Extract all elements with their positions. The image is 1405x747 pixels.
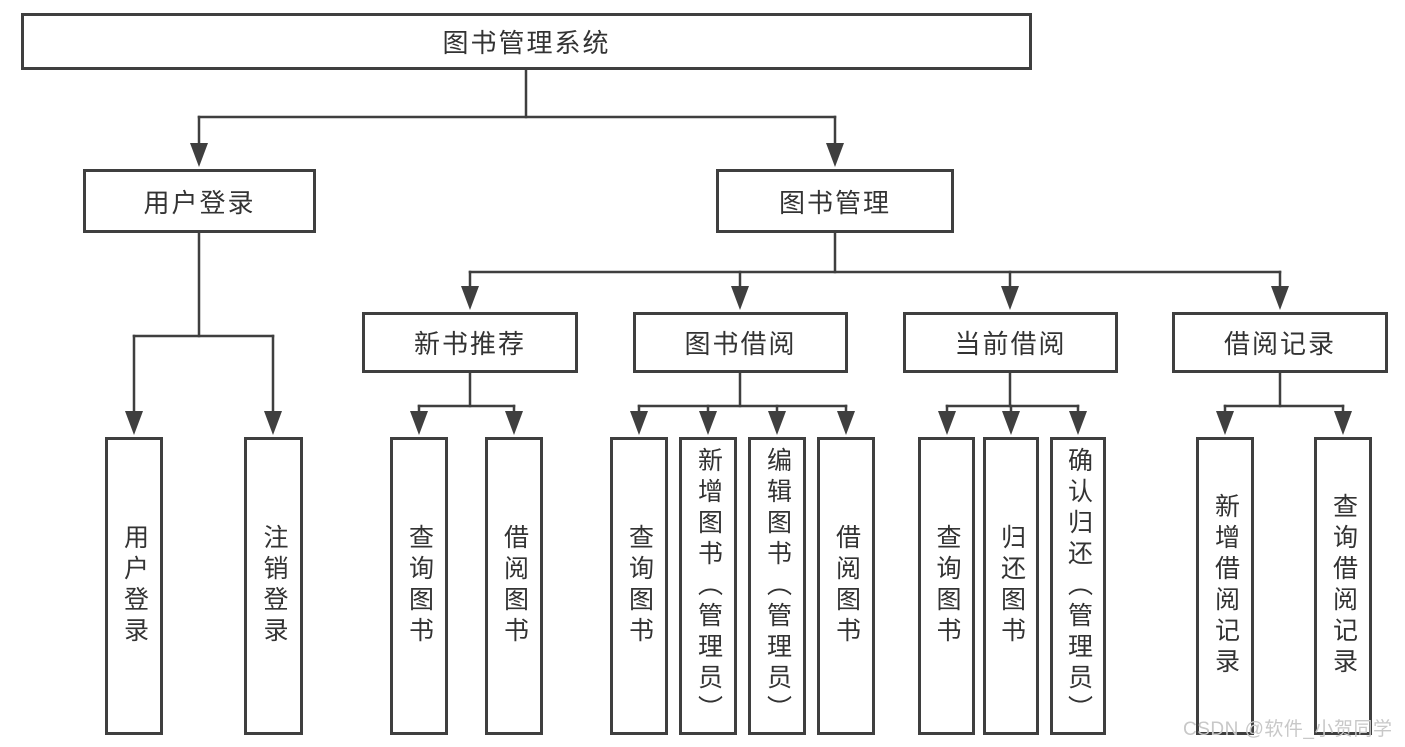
leaf-query-books: 查询图书 xyxy=(918,437,975,735)
leaf-user-login: 用户登录 xyxy=(105,437,163,735)
node-current-borrowing: 当前借阅 xyxy=(903,312,1118,373)
leaf-return-books: 归还图书 xyxy=(983,437,1039,735)
leaf-add-books-admin: 新增图书（管理员） xyxy=(679,437,737,735)
node-borrowing-records: 借阅记录 xyxy=(1172,312,1388,373)
node-library-management-system: 图书管理系统 xyxy=(21,13,1032,70)
watermark: CSDN @软件_小贺同学 xyxy=(1183,719,1393,740)
leaf-confirm-return-admin: 确认归还（管理员） xyxy=(1050,437,1106,735)
leaf-edit-books-admin: 编辑图书（管理员） xyxy=(748,437,806,735)
node-book-borrowing: 图书借阅 xyxy=(633,312,848,373)
leaf-query-books: 查询图书 xyxy=(390,437,448,735)
node-new-book-recommendation: 新书推荐 xyxy=(362,312,578,373)
node-user-login: 用户登录 xyxy=(83,169,316,233)
leaf-logout: 注销登录 xyxy=(244,437,303,735)
leaf-borrow-books: 借阅图书 xyxy=(817,437,875,735)
leaf-query-books: 查询图书 xyxy=(610,437,668,735)
leaf-add-borrow-record: 新增借阅记录 xyxy=(1196,437,1254,735)
leaf-borrow-books: 借阅图书 xyxy=(485,437,543,735)
leaf-query-borrow-record: 查询借阅记录 xyxy=(1314,437,1372,735)
node-book-management: 图书管理 xyxy=(716,169,954,233)
